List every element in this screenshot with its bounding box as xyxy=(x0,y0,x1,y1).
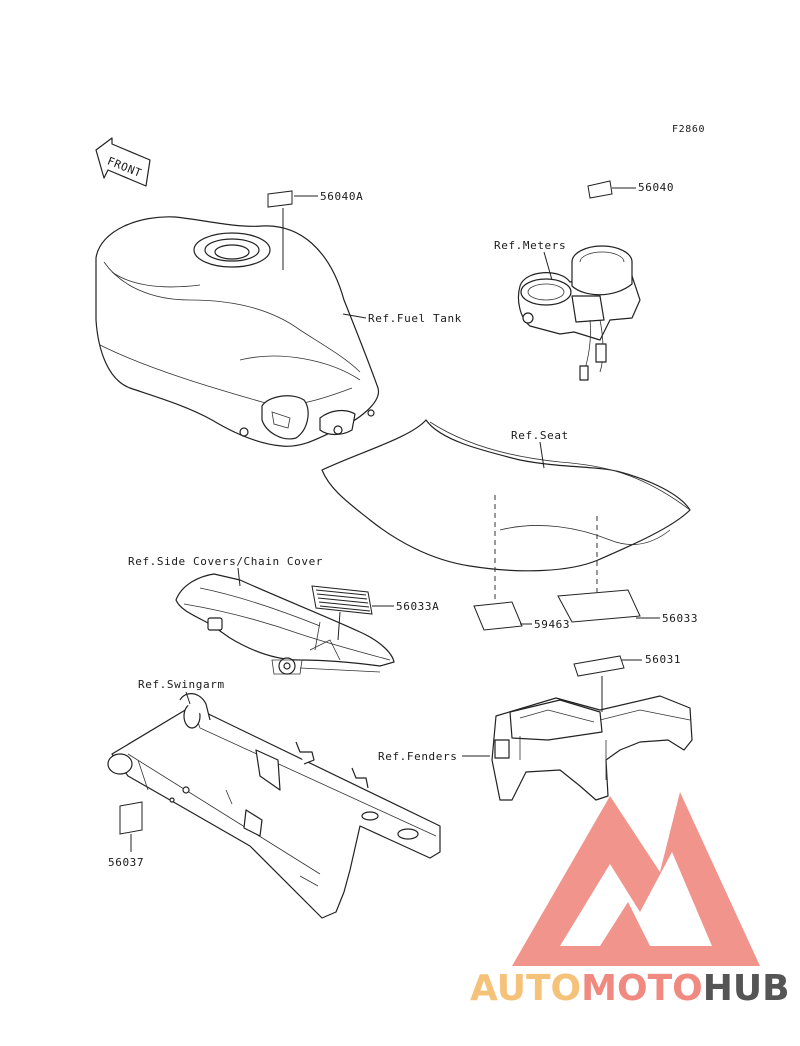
decal-56040 xyxy=(587,180,613,199)
watermark-logo xyxy=(512,792,760,966)
watermark-hub: HUB xyxy=(703,968,790,1009)
part-number-56033: 56033 xyxy=(662,612,698,625)
part-number-56033A: 56033A xyxy=(396,600,439,613)
fenders-drawing xyxy=(491,695,693,801)
ref-fuel-tank-label: Ref.Fuel Tank xyxy=(368,312,462,325)
fuel-tank-drawing xyxy=(95,216,379,447)
ref-seat-label: Ref.Seat xyxy=(511,429,569,442)
seat-drawing xyxy=(321,419,691,572)
ref-swingarm-label: Ref.Swingarm xyxy=(138,678,225,691)
part-number-56040A: 56040A xyxy=(320,190,363,203)
decal-56033 xyxy=(557,589,641,623)
part-number-59463: 59463 xyxy=(534,618,570,631)
decal-59463 xyxy=(473,601,523,631)
decal-56040A xyxy=(267,190,293,208)
ref-side-covers-label: Ref.Side Covers/Chain Cover xyxy=(128,555,323,568)
part-number-56031: 56031 xyxy=(645,653,681,666)
meters-drawing xyxy=(517,245,641,381)
front-arrow-icon: FRONT xyxy=(95,137,151,187)
ref-meters-label: Ref.Meters xyxy=(494,239,566,252)
figure-code: F2860 xyxy=(672,124,705,135)
watermark-moto: MOTO xyxy=(581,968,703,1009)
decal-56033A xyxy=(311,585,373,615)
decal-56031 xyxy=(573,655,625,677)
part-number-56037: 56037 xyxy=(108,856,144,869)
swingarm-drawing xyxy=(107,693,441,919)
chain-cover-drawing xyxy=(175,573,395,675)
watermark-auto: AUTO xyxy=(470,968,581,1009)
part-number-56040: 56040 xyxy=(638,181,674,194)
ref-fenders-label: Ref.Fenders xyxy=(378,750,457,763)
decal-56037 xyxy=(119,801,143,835)
watermark-text: AUTOMOTOHUB xyxy=(470,968,790,1009)
